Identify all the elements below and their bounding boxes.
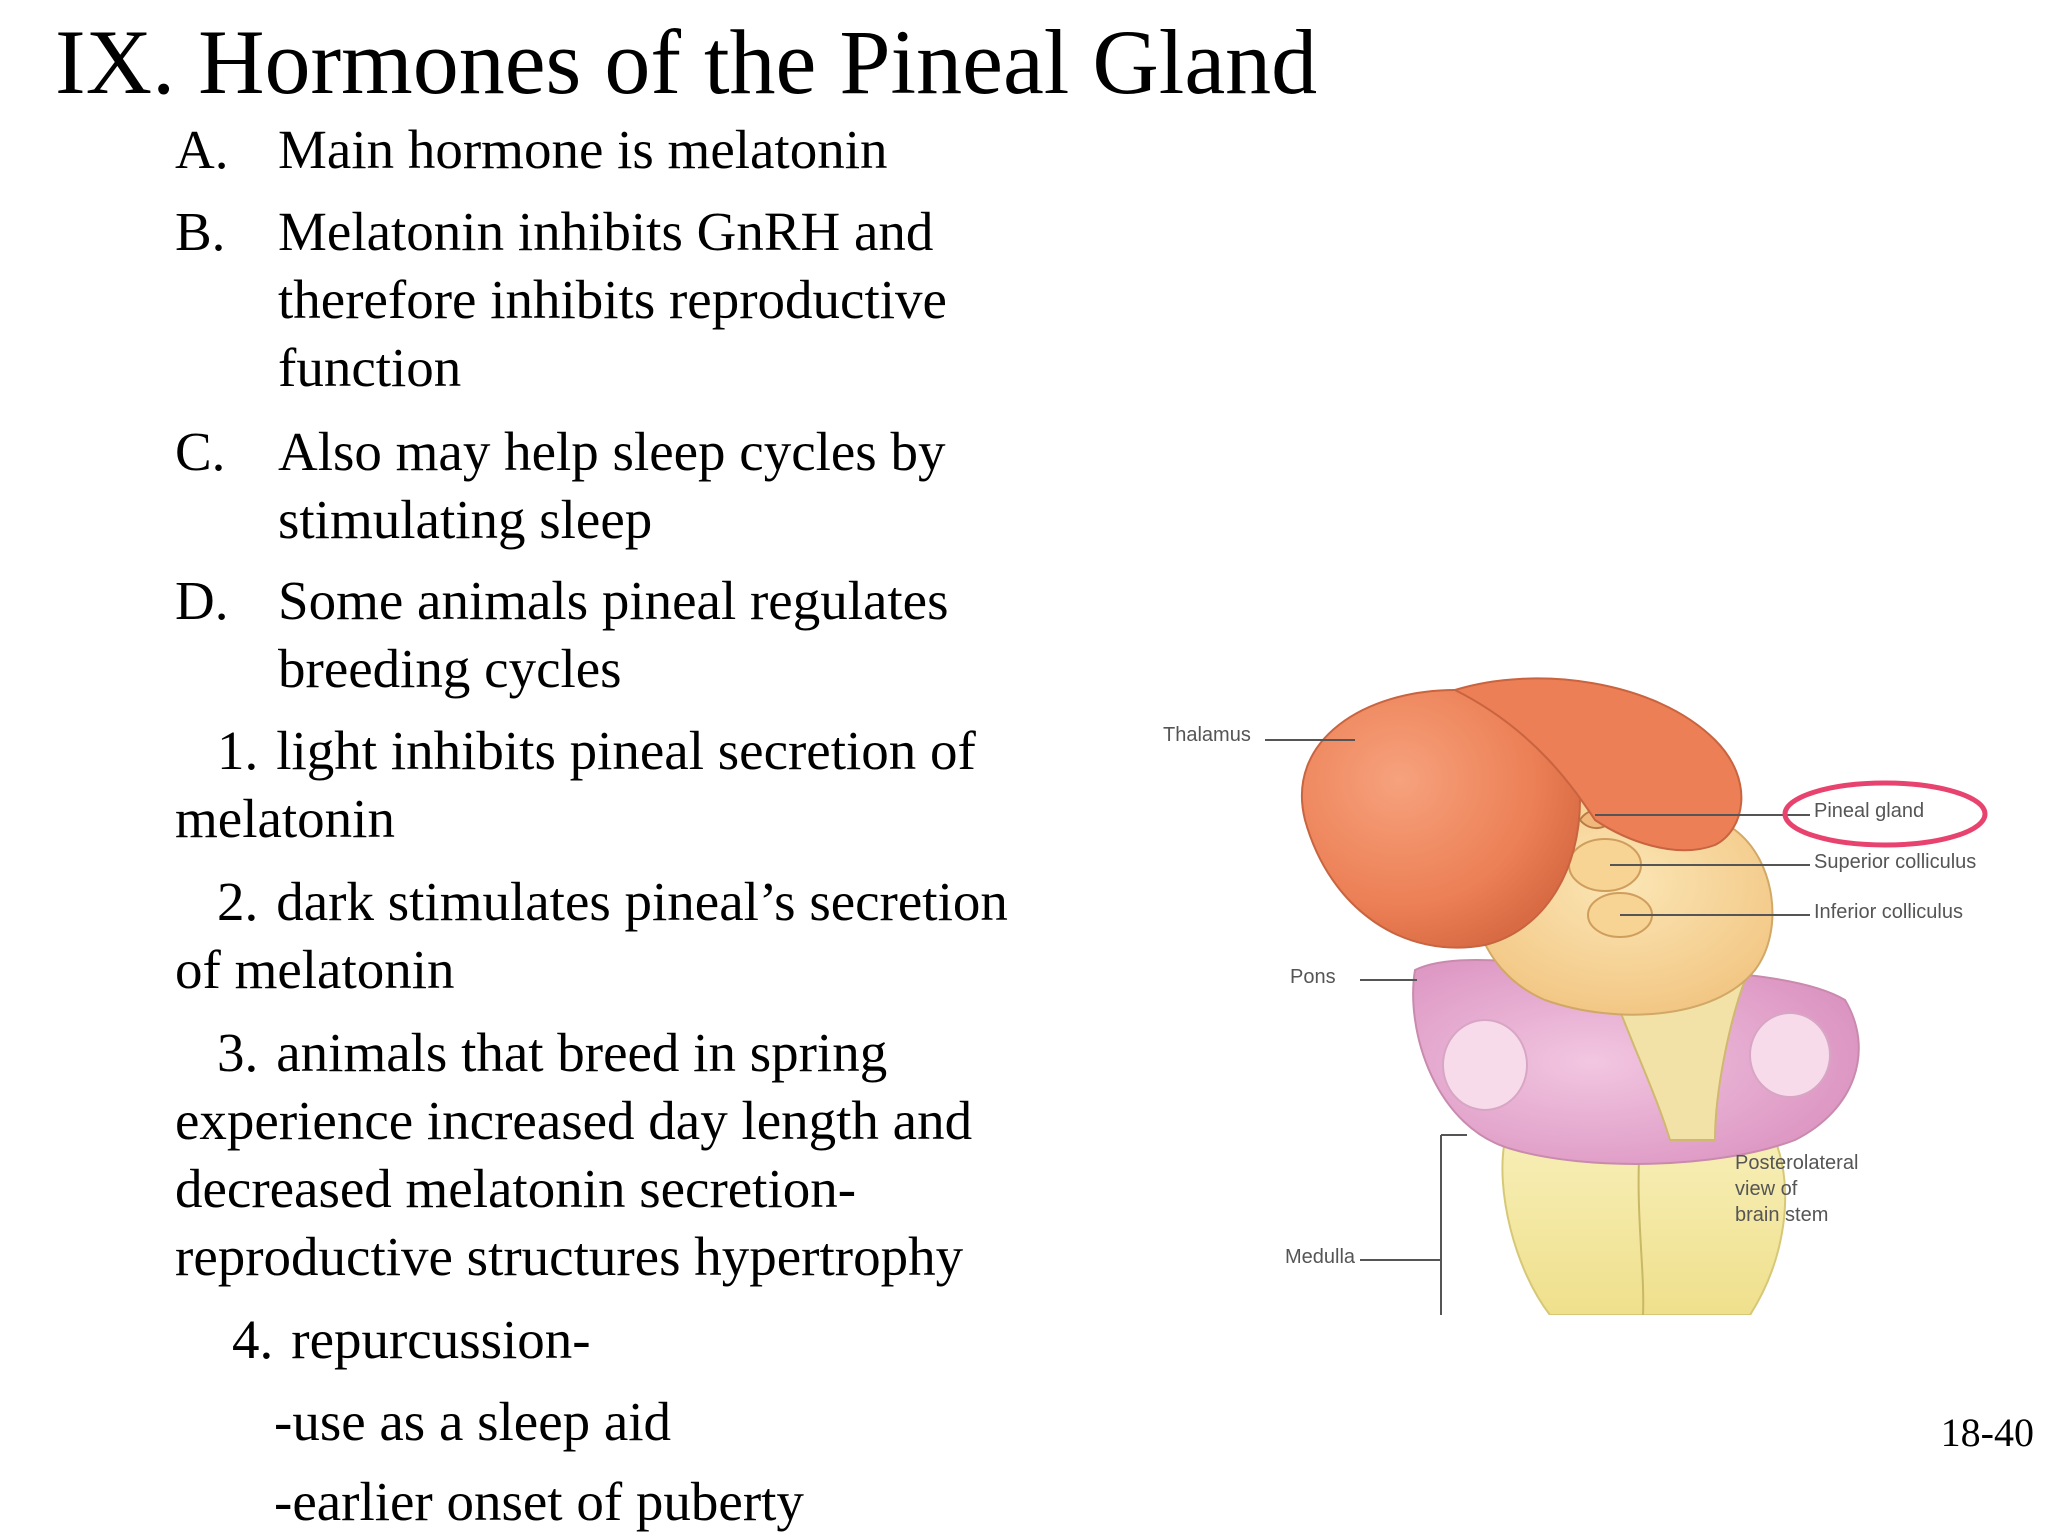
pineal-highlight-circle bbox=[1782, 780, 1988, 848]
figure-caption-line-3: brain stem bbox=[1735, 1204, 1829, 1226]
sub-item-marker: 1. bbox=[217, 720, 259, 781]
outline-list: A. Main hormone is melatonin B. Melatoni… bbox=[175, 116, 1055, 1532]
slide-title: IX. Hormones of the Pineal Gland bbox=[55, 11, 1318, 113]
outline-marker: C. bbox=[175, 421, 226, 482]
thalamus-right-shape bbox=[1452, 677, 1743, 852]
outline-text: Also may help sleep cycles by stimulatin… bbox=[278, 421, 946, 550]
sub-item-text: repurcussion- bbox=[291, 1309, 591, 1370]
repercussion-line-2: -earlier onset of puberty bbox=[274, 1471, 804, 1532]
sub-item-3: 3.animals that breed in spring experienc… bbox=[175, 1019, 1015, 1291]
medulla-label: Medulla bbox=[1285, 1246, 1356, 1268]
sub-item-2: 2.dark stimulates pineal’s secretion of … bbox=[175, 868, 1055, 1004]
sub-item-marker: 4. bbox=[232, 1309, 274, 1370]
sub-item-text: animals that breed in spring experience … bbox=[175, 1022, 973, 1287]
pons-label: Pons bbox=[1290, 966, 1336, 988]
outline-text: Main hormone is melatonin bbox=[278, 119, 888, 180]
figure-caption-line-1: Posterolateral bbox=[1735, 1152, 1859, 1174]
pons-bulge-left bbox=[1442, 1019, 1528, 1111]
sub-item-marker: 3. bbox=[217, 1022, 259, 1083]
brain-stem-illustration bbox=[1265, 677, 1988, 1316]
inferior-colliculus-label: Inferior colliculus bbox=[1814, 901, 1963, 923]
pons-bulge-right bbox=[1749, 1012, 1831, 1098]
slide-number: 18-40 bbox=[1940, 1410, 2034, 1455]
sub-item-marker: 2. bbox=[217, 871, 259, 932]
thalamus-label: Thalamus bbox=[1163, 724, 1251, 746]
outline-item-b: B. Melatonin inhibits GnRH and therefore… bbox=[175, 198, 1038, 402]
outline-text: Some animals pineal regulates breeding c… bbox=[278, 570, 949, 699]
outline-item-c: C. Also may help sleep cycles by stimula… bbox=[175, 418, 1038, 554]
superior-colliculus-label: Superior colliculus bbox=[1814, 851, 1977, 873]
outline-text: Melatonin inhibits GnRH and therefore in… bbox=[278, 201, 947, 398]
figure-caption-line-2: view of bbox=[1735, 1178, 1798, 1200]
outline-marker: D. bbox=[175, 570, 229, 631]
outline-marker: A. bbox=[175, 119, 229, 180]
figure-caption: Posterolateral view of brain stem bbox=[1735, 1150, 1858, 1228]
brain-stem-figure: Thalamus Pineal gland Superior colliculu… bbox=[1155, 670, 2015, 1316]
outline-item-a: A. Main hormone is melatonin bbox=[175, 116, 1038, 184]
sub-item-text: light inhibits pineal secretion of melat… bbox=[175, 720, 976, 849]
outline-marker: B. bbox=[175, 201, 226, 262]
sub-item-1: 1.light inhibits pineal secretion of mel… bbox=[175, 717, 1055, 853]
sub-item-4: 4. repurcussion- bbox=[175, 1306, 1055, 1374]
pineal-gland-label: Pineal gland bbox=[1814, 800, 1925, 822]
sub-item-text: dark stimulates pineal’s secretion of me… bbox=[175, 871, 1008, 1000]
outline-item-d: D. Some animals pineal regulates breedin… bbox=[175, 567, 1038, 703]
repercussion-line-1: -use as a sleep aid bbox=[274, 1391, 672, 1452]
